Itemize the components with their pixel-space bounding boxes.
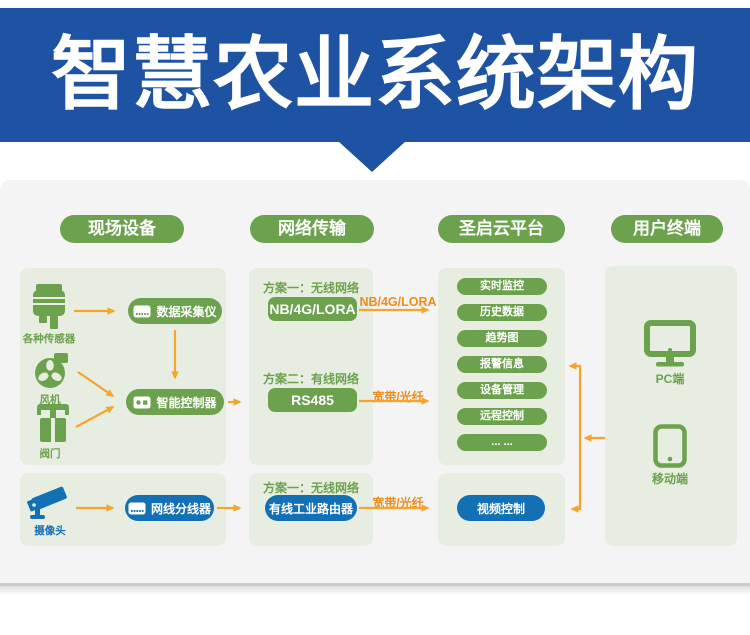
collector-device-icon — [133, 305, 151, 317]
cloud-function-remote-control: 远程控制 — [457, 408, 547, 425]
panel-user-terminal — [605, 266, 737, 546]
cloud-function-trend: 趋势图 — [457, 330, 547, 347]
pc-terminal-label: PC端 — [655, 372, 685, 386]
controller-device-icon — [133, 396, 151, 408]
smart-controller-node: 智能控制器 — [126, 389, 224, 415]
cloud-function-alarm: 报警信息 — [457, 356, 547, 373]
plan2-label: 方案二：有线网络 — [262, 372, 359, 386]
column-header-network: 网络传输 — [250, 215, 374, 243]
cloud-function-more: ... ... — [457, 434, 547, 451]
cable-splitter-label: 网线分线器 — [150, 501, 211, 516]
smart-controller-label: 智能控制器 — [156, 395, 217, 410]
rs485-node: RS485 — [268, 388, 357, 412]
industrial-router-node: 有线工业路由器 — [265, 495, 357, 521]
wireless-arrow-label: NB/4G/LORA — [359, 295, 437, 309]
camera-icon — [27, 486, 67, 519]
pc-monitor-icon — [644, 320, 696, 367]
column-header-cloud-platform: 圣启云平台 — [438, 215, 565, 243]
cloud-function-device-mgmt: 设备管理 — [457, 382, 547, 399]
title-banner: 智慧农业系统架构 — [0, 8, 750, 142]
cloud-function-realtime: 实时监控 — [457, 278, 547, 295]
sensor-label: 各种传感器 — [22, 333, 76, 345]
valve-label: 阀门 — [39, 448, 61, 460]
fan-label: 风机 — [39, 394, 61, 406]
cable-splitter-node: 网线分线器 — [125, 495, 214, 521]
mobile-terminal-label: 移动端 — [651, 472, 688, 486]
sensor-icon — [33, 284, 65, 329]
banner-pointer-triangle — [338, 141, 406, 172]
column-header-user-terminal: 用户终端 — [611, 215, 723, 243]
column-header-field-devices: 现场设备 — [60, 215, 184, 243]
page-title: 智慧农业系统架构 — [51, 30, 699, 119]
video-arrow-label: 宽带/光纤 — [372, 496, 424, 510]
video-control-node: 视频控制 — [457, 495, 545, 521]
plan1-label: 方案一：无线网络 — [262, 281, 359, 295]
camera-label: 摄像头 — [34, 525, 66, 537]
data-collector-label: 数据采集仪 — [156, 304, 217, 319]
mobile-phone-icon — [653, 424, 687, 468]
cloud-function-history: 历史数据 — [457, 304, 547, 321]
fan-icon — [35, 353, 68, 388]
wired-arrow-label: 宽带/光纤 — [372, 390, 424, 404]
splitter-device-icon — [128, 502, 146, 514]
video-plan-label: 方案一：无线网络 — [262, 481, 359, 495]
valve-icon — [37, 404, 69, 442]
bottom-shadow — [0, 586, 750, 595]
wireless-network-node: NB/4G/LORA — [268, 297, 357, 321]
bottom-divider — [0, 583, 750, 586]
data-collector-node: 数据采集仪 — [128, 298, 222, 324]
